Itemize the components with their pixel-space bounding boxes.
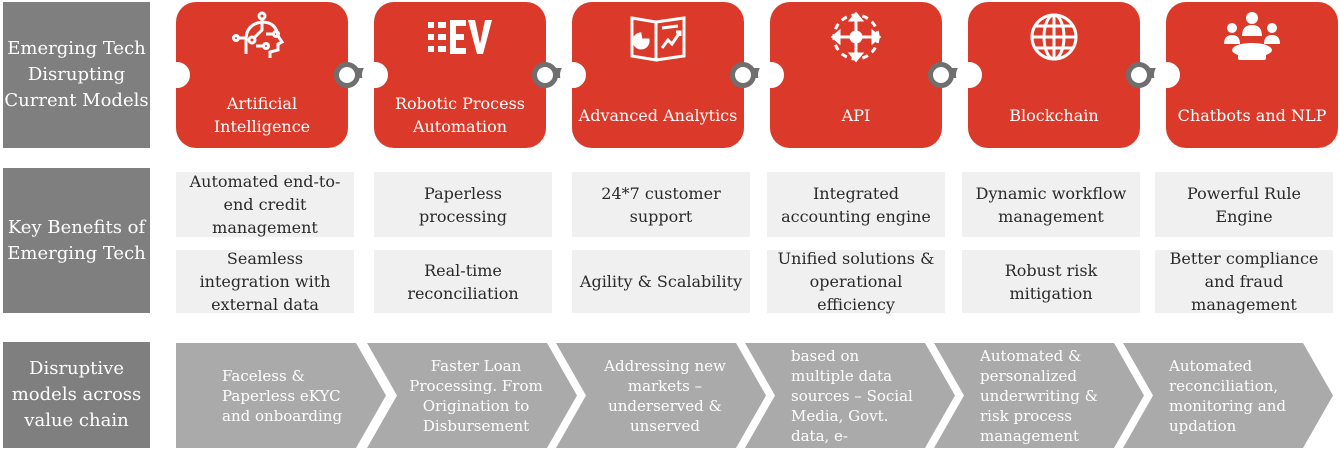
benefit-cell: Agility & Scalability	[572, 250, 750, 313]
tech-label: Chatbots and NLP	[1177, 105, 1327, 125]
globe-icon	[1030, 13, 1078, 61]
model-text: Addressing new markets – underserved & u…	[604, 356, 726, 435]
benefit-cell: Integrated accounting engine	[767, 172, 945, 237]
model-chevron: based on multiple data sources – Social …	[745, 343, 955, 448]
benefit-cell: Better compliance and fraud management	[1155, 249, 1333, 314]
tech-card-api: API	[758, 2, 954, 148]
connector-knob	[532, 62, 558, 88]
connector-knob	[334, 62, 360, 88]
model-text: Automated & personalized underwriting & …	[980, 346, 1098, 445]
connector-knob	[1154, 62, 1180, 88]
benefit-cell: Real-time reconciliation	[374, 250, 552, 313]
tech-label: Blockchain	[1009, 105, 1099, 125]
benefit-cell: Powerful Rule Engine	[1155, 172, 1333, 237]
row-label-disruptive-models: Disruptive models across value chain	[3, 342, 150, 448]
tech-card-rpa: Robotic Process Automation	[362, 2, 558, 148]
benefit-cell: Paperless processing	[374, 172, 552, 237]
benefit-cell: Automated end-to-end credit management	[176, 172, 354, 237]
benefit-cell: Robust risk mitigation	[962, 250, 1140, 313]
connector-knob	[758, 62, 784, 88]
ai-circuit-head-icon	[232, 11, 285, 58]
model-text: Faceless & Paperless eKYC and onboarding	[222, 366, 343, 425]
model-text: Faster Loan Processing. From Origination…	[409, 356, 543, 435]
list-ev-icon	[428, 20, 492, 54]
tech-card-analytics: Advanced Analytics	[560, 2, 756, 148]
tech-label: Advanced Analytics	[578, 105, 738, 125]
benefit-cell: Seamless integration with external data	[176, 249, 354, 314]
benefit-cell: Dynamic workflow management	[962, 172, 1140, 237]
benefit-cell: Unified solutions & operational efficien…	[767, 249, 945, 314]
row-label-emerging-tech: Emerging Tech Disrupting Current Models	[3, 2, 150, 148]
analytics-report-icon	[630, 16, 686, 62]
tech-label: Robotic Process Automation	[394, 94, 526, 136]
model-chevron: Addressing new markets – underserved & u…	[556, 343, 766, 448]
connector-knob	[164, 62, 190, 88]
model-text: Automated reconciliation, monitoring and…	[1169, 356, 1286, 435]
connector-knob	[362, 62, 388, 88]
tech-card-chatbots: Chatbots and NLP	[1154, 2, 1338, 148]
row-label-key-benefits: Key Benefits of Emerging Tech	[3, 168, 150, 313]
tech-label: API	[841, 105, 871, 125]
connector-knob	[560, 62, 586, 88]
tech-card-blockchain: Blockchain	[956, 2, 1152, 148]
model-chevron: Automated & personalized underwriting & …	[934, 343, 1144, 448]
model-chevron: Faceless & Paperless eKYC and onboarding	[176, 343, 386, 448]
api-network-icon	[830, 11, 882, 63]
model-text: based on multiple data sources – Social …	[791, 346, 913, 445]
tech-card-ai: Artificial Intelligence	[164, 2, 360, 148]
connector-knob	[1126, 62, 1152, 88]
tech-label: Artificial Intelligence	[213, 94, 311, 136]
benefit-cell: 24*7 customer support	[572, 172, 750, 237]
model-chevron: Faster Loan Processing. From Origination…	[367, 343, 577, 448]
people-meeting-icon	[1224, 12, 1280, 60]
connector-knob	[730, 62, 756, 88]
model-chevron: Automated reconciliation, monitoring and…	[1123, 343, 1333, 448]
connector-knob	[928, 62, 954, 88]
connector-knob	[956, 62, 982, 88]
